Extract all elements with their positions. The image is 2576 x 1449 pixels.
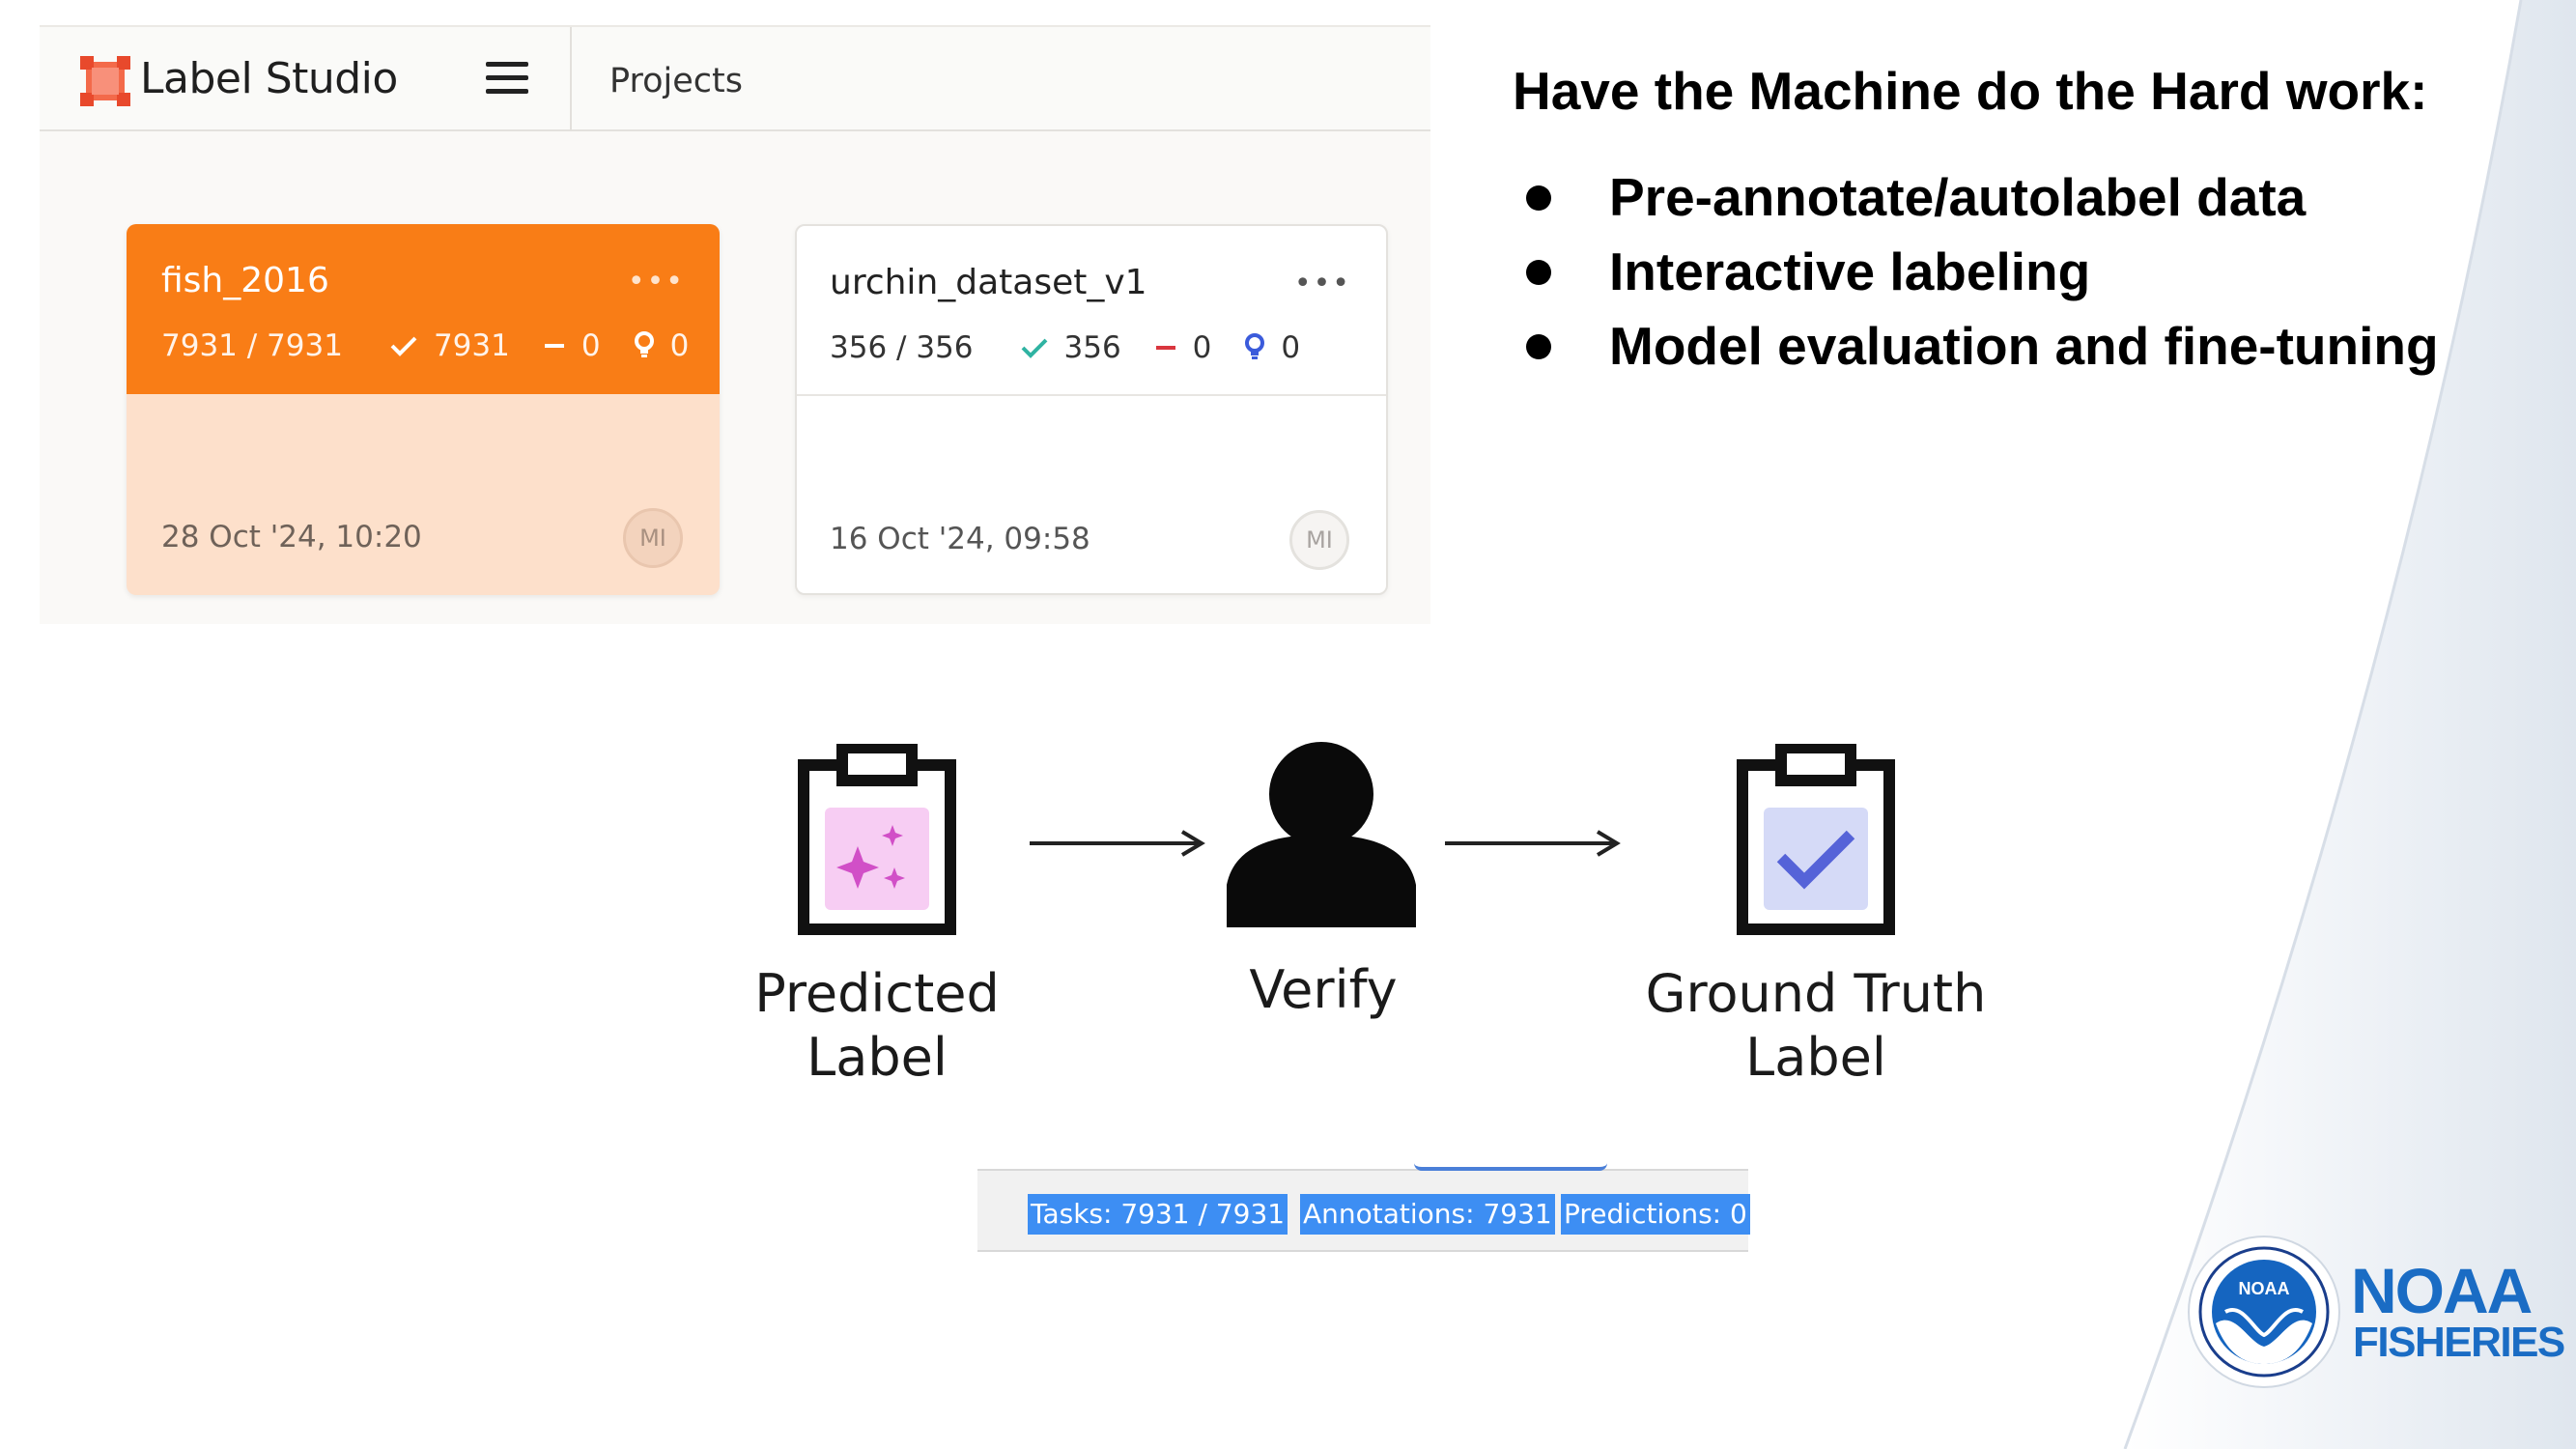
person-icon: [1227, 742, 1416, 927]
project-card-fish-2016[interactable]: fish_2016 ••• 7931 / 7931 7931 0 0 28 Oc…: [127, 224, 720, 595]
project-title: urchin_dataset_v1: [830, 263, 1147, 302]
hamburger-menu-icon[interactable]: [486, 62, 528, 99]
project-card-urchin-dataset-v1[interactable]: urchin_dataset_v1 ••• 356 / 356 356 0 0 …: [795, 224, 1388, 595]
tasks-count-chip: Tasks: 7931 / 7931: [1028, 1194, 1288, 1235]
step-verify: Verify: [1249, 959, 1398, 1020]
prediction-count: 0: [669, 328, 690, 363]
more-options-icon[interactable]: •••: [627, 265, 685, 298]
arrow-right-icon: [1445, 830, 1621, 857]
bullet-dot-icon: [1526, 185, 1551, 211]
project-date: 28 Oct '24, 10:20: [161, 520, 422, 554]
step-ground-truth-label: Ground Truth Label: [1645, 963, 1987, 1088]
project-stats: 7931 / 7931 7931 0 0: [161, 328, 720, 363]
check-icon: [390, 336, 417, 356]
app-brand: Label Studio: [140, 54, 398, 103]
card-header: urchin_dataset_v1 ••• 356 / 356 356 0 0: [797, 226, 1386, 396]
noaa-seal-logo-icon: NOAA: [2188, 1236, 2340, 1388]
app-header: Label Studio Projects: [40, 25, 1430, 131]
fisheries-wordmark: FISHERIES: [2353, 1319, 2565, 1366]
seal-text: NOAA: [2239, 1279, 2290, 1298]
clipboard-check-icon: [1737, 744, 1895, 935]
status-bar: Tasks: 7931 / 7931 Annotations: 7931 Pre…: [977, 1167, 1750, 1252]
predictions-count-chip: Predictions: 0: [1561, 1194, 1750, 1235]
task-count: 7931 / 7931: [161, 328, 343, 363]
project-date: 16 Oct '24, 09:58: [830, 522, 1090, 556]
arrow-right-icon: [1030, 830, 1205, 857]
skip-dash-icon: [1155, 346, 1175, 350]
bullet-dot-icon: [1526, 260, 1551, 285]
check-icon: [1021, 338, 1047, 358]
card-header: fish_2016 ••• 7931 / 7931 7931 0 0: [127, 224, 720, 394]
selection-tab-indicator: [1414, 1157, 1607, 1171]
bullet-dot-icon: [1526, 334, 1551, 359]
owner-avatar: MI: [623, 508, 683, 568]
project-stats: 356 / 356 356 0 0: [830, 330, 1333, 365]
prediction-count: 0: [1281, 330, 1301, 365]
prediction-bulb-icon: [634, 331, 654, 357]
label-studio-logo-icon: [80, 56, 130, 106]
step-predicted-label: Predicted Label: [754, 963, 1000, 1088]
skip-dash-icon: [544, 344, 564, 348]
annotation-count: 7931: [433, 328, 510, 363]
task-count: 356 / 356: [830, 330, 974, 365]
slide-headline: Have the Machine do the Hard work:: [1513, 60, 2428, 122]
prediction-bulb-icon: [1245, 333, 1265, 359]
project-title: fish_2016: [161, 261, 329, 300]
clipboard-sparkle-icon: [798, 744, 956, 935]
skipped-count: 0: [580, 328, 601, 363]
annotation-count: 356: [1063, 330, 1121, 365]
nav-projects-link[interactable]: Projects: [609, 62, 743, 100]
skipped-count: 0: [1192, 330, 1212, 365]
label-studio-screenshot: Label Studio Projects fish_2016 ••• 7931…: [40, 25, 1430, 624]
more-options-icon[interactable]: •••: [1293, 267, 1351, 300]
owner-avatar: MI: [1289, 510, 1349, 570]
noaa-wordmark: NOAA: [2351, 1255, 2533, 1326]
header-divider: [570, 27, 572, 131]
annotations-count-chip: Annotations: 7931: [1300, 1194, 1555, 1235]
